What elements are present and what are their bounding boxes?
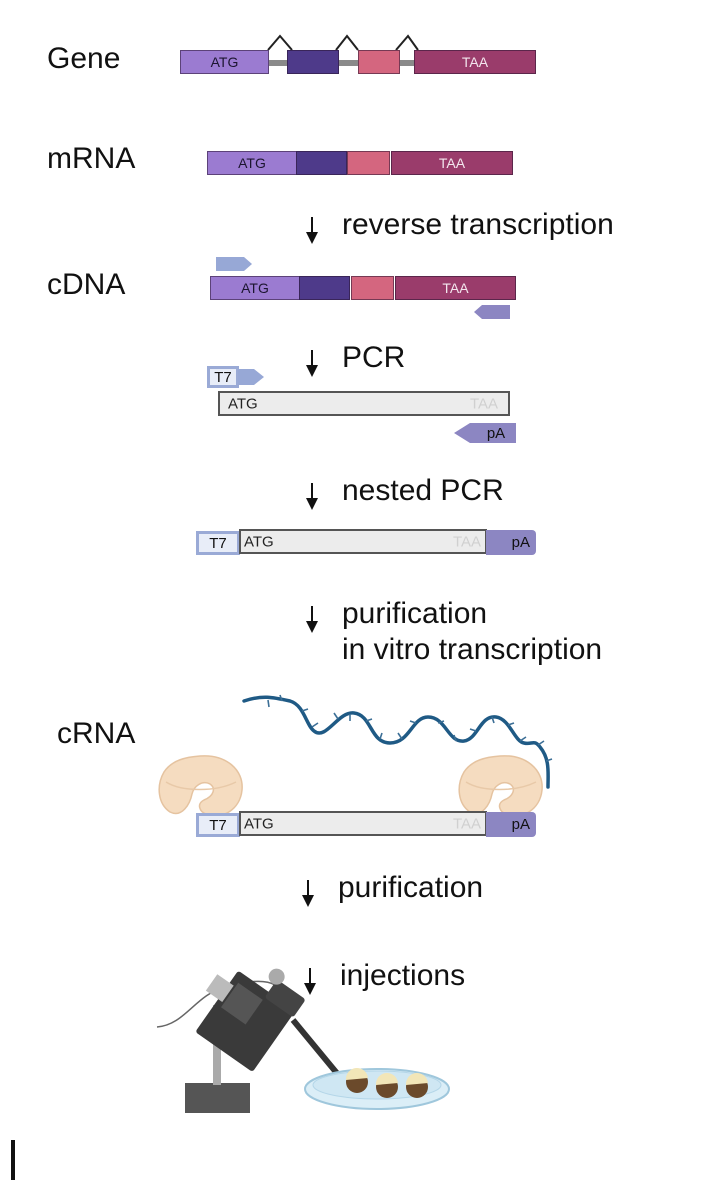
row-label-cdna: cDNA: [47, 268, 126, 301]
stop-codon-label: TAA: [442, 280, 469, 296]
exon-1: ATG: [180, 50, 269, 74]
t7-promoter: T7: [196, 531, 240, 555]
stop-codon-label: TAA: [469, 395, 498, 412]
splice-mark-1: [267, 34, 293, 51]
exon-1: ATG: [210, 276, 300, 300]
t7-label: T7: [214, 368, 232, 386]
text-cursor: [11, 1140, 15, 1180]
template-bar: ATG TAA: [239, 529, 487, 554]
t7-promoter: T7: [196, 813, 240, 837]
exon-2: [299, 276, 350, 300]
forward-primer: [216, 257, 252, 271]
template-bar: ATG TAA: [239, 811, 487, 836]
step-label-secondary: in vitro transcription: [342, 633, 603, 666]
rna-strand-icon: [242, 694, 553, 789]
polya-label: pA: [511, 534, 530, 551]
down-arrow-icon: [302, 880, 314, 907]
micromanipulator-illustration: [156, 968, 450, 1113]
rna-polymerase-left-icon: [158, 755, 243, 817]
start-codon-label: ATG: [244, 533, 274, 550]
down-arrow-icon: [306, 350, 318, 377]
stop-codon-label: TAA: [452, 533, 481, 550]
start-codon-label: ATG: [244, 815, 274, 832]
start-codon-label: ATG: [241, 280, 269, 296]
oocytes: [345, 1067, 428, 1098]
manipulator-body: [196, 968, 305, 1071]
start-codon-label: ATG: [210, 54, 239, 70]
polya-primer: [454, 423, 516, 443]
stand-base: [185, 1083, 250, 1113]
step-label: reverse transcription: [342, 208, 614, 241]
exon-3: [347, 151, 390, 175]
start-codon-label: ATG: [238, 155, 266, 171]
splice-mark-3: [395, 34, 419, 51]
t7-label: T7: [209, 816, 227, 834]
polya-tail: pA: [486, 530, 536, 555]
down-arrow-icon: [306, 606, 318, 633]
t7-primer-arrow: [238, 369, 264, 385]
row-label-crna: cRNA: [57, 717, 136, 750]
start-codon-label: ATG: [228, 395, 258, 412]
step-nested-pcr: nested PCR: [304, 473, 504, 511]
exon-4: TAA: [391, 151, 513, 175]
exon-3: [358, 50, 400, 74]
polya-tail: pA: [486, 812, 536, 837]
stop-codon-label: TAA: [438, 155, 466, 171]
step-label: purification: [342, 597, 488, 630]
polya-label: pA: [486, 424, 506, 442]
step-purification-ivt: purification in vitro transcription: [304, 596, 602, 668]
stop-codon-label: TAA: [461, 54, 489, 70]
reverse-primer: [474, 305, 510, 319]
step-label: injections: [340, 959, 466, 992]
step-pcr: PCR: [304, 340, 405, 378]
exon-4: TAA: [414, 50, 536, 74]
row-label-gene: Gene: [47, 42, 121, 75]
t7-primer-tag: T7: [207, 366, 239, 388]
exon-3: [351, 276, 394, 300]
exon-1: ATG: [207, 151, 297, 175]
polya-label: pA: [511, 816, 530, 833]
step-label: nested PCR: [342, 474, 504, 507]
step-label: purification: [338, 871, 484, 904]
splice-mark-2: [335, 34, 359, 51]
row-label-mrna: mRNA: [47, 142, 136, 175]
rna-polymerase-right-icon: [458, 755, 543, 817]
down-arrow-icon: [306, 483, 318, 510]
step-injections: injections: [302, 958, 465, 996]
exon-2: [287, 50, 339, 74]
down-arrow-icon: [306, 217, 318, 244]
exon-4: TAA: [395, 276, 516, 300]
pcr-product-bar: ATG TAA: [218, 391, 510, 416]
intron-splice-marks: [267, 34, 419, 51]
step-reverse-transcription: reverse transcription: [304, 207, 614, 245]
step-purification: purification: [300, 870, 483, 908]
down-arrow-icon: [304, 968, 316, 995]
step-label: PCR: [342, 341, 406, 374]
intron-line: [268, 60, 418, 66]
stop-codon-label: TAA: [452, 815, 481, 832]
exon-2: [296, 151, 347, 175]
t7-label: T7: [209, 534, 227, 552]
